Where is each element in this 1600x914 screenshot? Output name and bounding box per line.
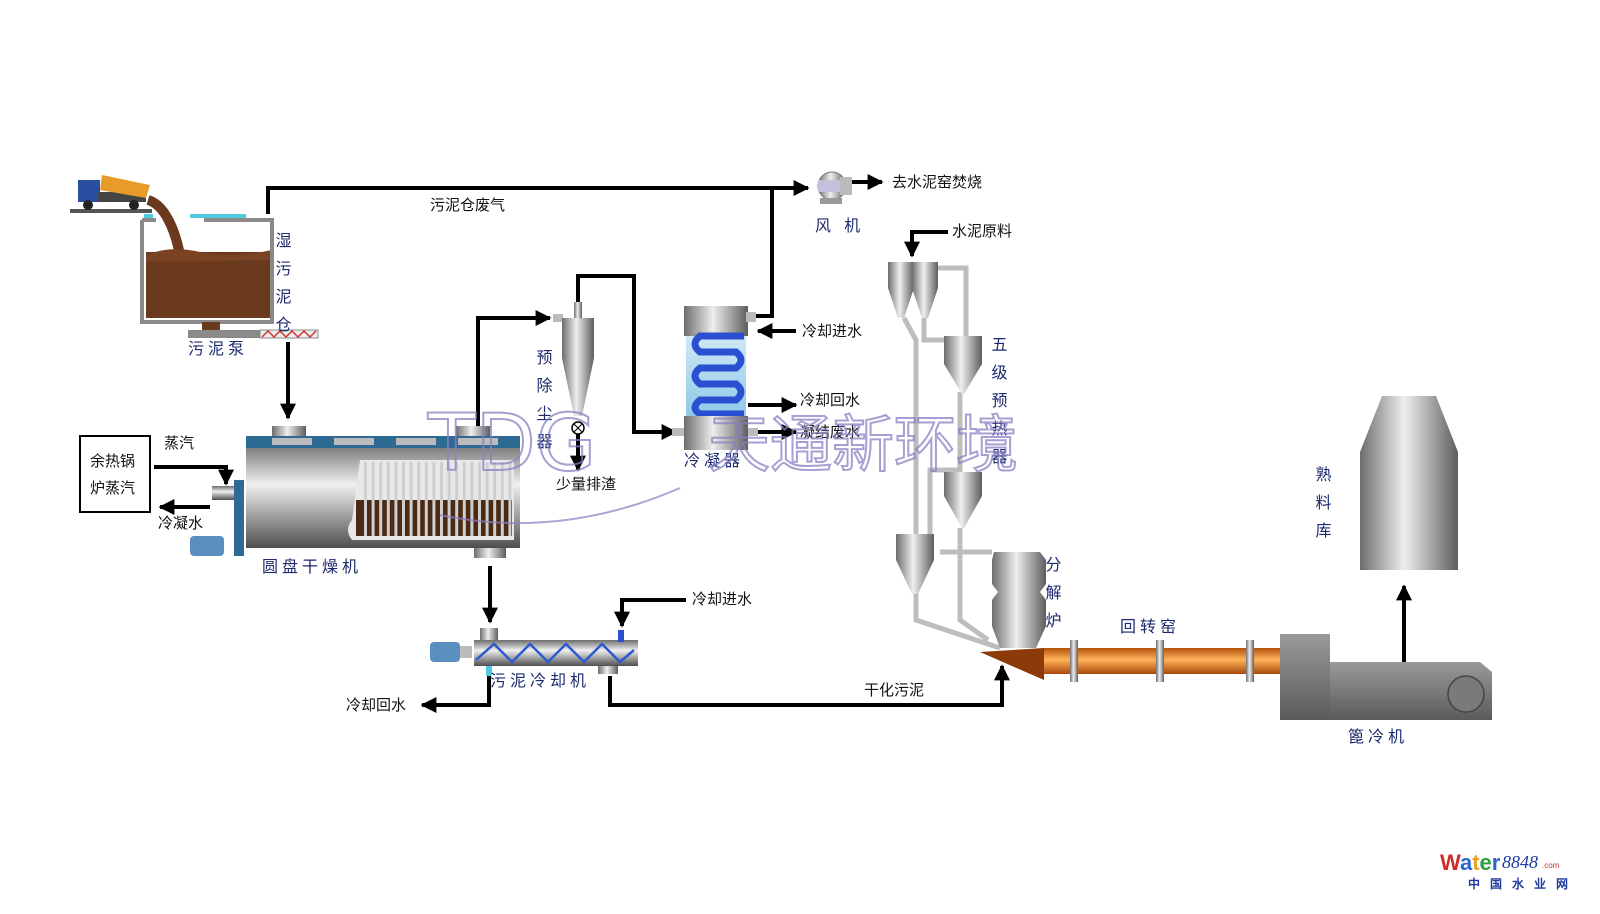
cooler-cooling-return-arrow [420,676,491,713]
small-slag-label: 少量排渣 [556,475,616,493]
condenser-to-fan-pipe [756,188,774,318]
dryer-disc [478,462,481,536]
cooling-coil-icon [691,332,745,418]
fan-icon [817,171,852,204]
cooler-cooling-return-label: 冷却回水 [346,696,406,714]
logo-domain: .com [1542,861,1560,870]
dryer-disc [424,462,428,536]
wet-sludge-bin [140,214,319,339]
dryer-disc [485,462,489,536]
preheater-text: 五级预热器 [989,336,1008,476]
dryer-disc [371,462,375,536]
dried-sludge-pipe [608,664,1010,707]
clinker-silo-text: 熟料库 [1313,466,1332,550]
watermark: TDG 天通新环境 [426,398,1019,525]
logo-number: 8848 [1502,852,1538,872]
watermark-chinese: 天通新环境 [708,408,1018,481]
condenser [672,306,758,450]
dryer-exhaust-pipe [476,310,552,426]
sludge-cooler [430,628,638,676]
watermark-latin: TDG [427,399,596,489]
condenser-cooling-return-label: 冷却回水 [800,391,860,409]
dryer-disc [455,462,459,536]
calciner-text: 分解炉 [1043,556,1062,640]
dryer-disc [394,462,398,536]
dryer-disc [447,462,451,536]
dryer-disc [500,462,504,536]
sludge-pump-label: 污泥泵 [188,339,248,358]
preheater-tower [901,265,1001,651]
cooler-cooling-in-label: 冷却进水 [692,590,752,608]
preheater-label: 五级预热器 [989,336,1008,476]
to-kiln-incineration-label: 去水泥窑焚烧 [892,173,982,191]
dryer-disc [493,462,497,536]
raw-meal-arrow [904,230,948,258]
clinker-silo-label: 熟料库 [1313,466,1332,550]
dryer-disc [409,462,413,536]
cyclone-to-condenser-pipe [576,274,678,440]
waste-heat-boiler-box [79,435,151,513]
cooler-cooling-in-arrow [614,598,686,628]
dried-sludge-label: 干化污泥 [864,681,924,699]
preheater-cyclones [888,262,982,594]
calciner [992,552,1046,648]
bin-exhaust-label: 污泥仓废气 [430,196,505,214]
grate-cooler-label: 篦冷机 [1348,727,1408,746]
dryer-disc [470,462,474,536]
rotary-kiln-label: 回转窑 [1120,617,1180,636]
logo-brand: Water [1440,850,1501,875]
sludge-pour [146,195,185,257]
grate-cooler [1280,634,1492,720]
dryer-disc [364,462,367,536]
steam-pipe [154,465,234,486]
dryer-disc [402,462,405,536]
condensate-label: 冷凝水 [158,514,203,532]
dryer-disc [462,462,466,536]
dryer-disc [379,462,383,536]
dump-truck-icon [70,175,152,213]
bin-exhaust-pipe [266,180,810,214]
dryer-disc [432,462,436,536]
condensed-wastewater-label: 凝结废水 [800,423,860,441]
waste-heat-boiler-line2: 炉蒸汽 [90,479,135,497]
logo-chinese: 中国水业网 [1468,876,1578,891]
wet-sludge-bin-label: 湿污泥仓 [273,232,292,344]
wet-sludge-bin-text: 湿污泥仓 [273,232,292,344]
pre-dust-collector [553,302,594,435]
dryer-disc [386,462,390,536]
dryer-disc [417,462,421,536]
dryer-disc [508,462,512,536]
sludge-cooler-label: 污泥冷却机 [490,671,590,690]
calciner-label: 分解炉 [1043,556,1062,640]
pre-dust-collector-label: 预除尘器 [534,349,553,461]
disc-dryer-label: 圆盘干燥机 [262,557,362,576]
source-logo: Water 8848 .com 中国水业网 [1440,850,1578,891]
motor-icon [190,536,224,556]
screw-conveyor-icon [259,329,319,339]
condenser-label: 冷凝器 [684,451,744,470]
steam-label: 蒸汽 [164,434,194,452]
fan-label: 风 机 [815,216,864,235]
clinker-silo [1360,396,1458,570]
condenser-cooling-in-label: 冷却进水 [802,322,862,340]
cooler-motor-icon [430,642,460,662]
pre-dust-collector-text: 预除尘器 [534,349,553,461]
cement-raw-meal-label: 水泥原料 [952,222,1012,240]
rotary-kiln [980,640,1280,682]
waste-heat-boiler-line1: 余热锅 [90,452,135,470]
dryer-disc [440,462,443,536]
